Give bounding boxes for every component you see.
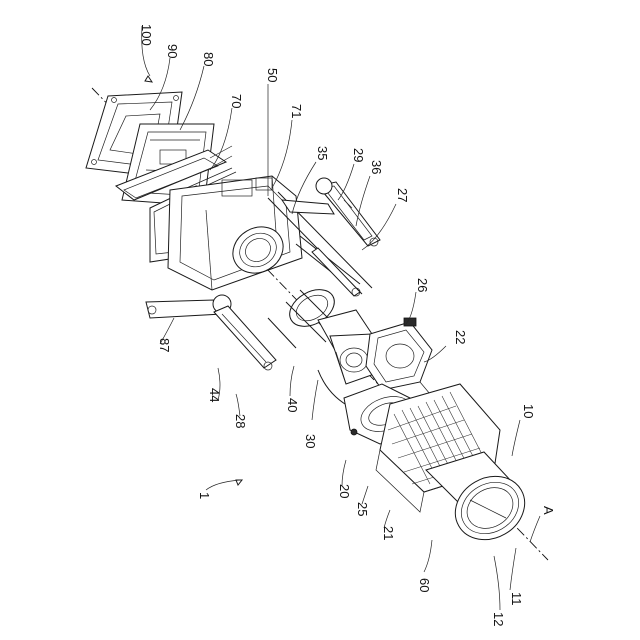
label-22: 22 <box>453 330 468 344</box>
label-80: 80 <box>201 52 216 66</box>
label-70: 70 <box>229 94 244 108</box>
label-28: 28 <box>233 414 248 428</box>
label-36: 36 <box>369 160 384 174</box>
label-25: 25 <box>355 502 370 516</box>
rod-44-28 <box>214 306 296 370</box>
label-1: 1 <box>197 492 212 499</box>
bracket-27 <box>312 248 360 296</box>
motor-housing-26-22 <box>366 318 432 394</box>
label-26: 26 <box>415 278 430 292</box>
label-87: 87 <box>157 338 172 352</box>
label-A: A <box>541 506 556 515</box>
housing-50 <box>168 176 302 290</box>
label-10: 10 <box>521 404 536 418</box>
label-27: 27 <box>395 188 410 202</box>
label-20: 20 <box>337 484 352 498</box>
label-12: 12 <box>491 612 506 626</box>
label-60: 60 <box>417 578 432 592</box>
label-100: 100 <box>139 24 154 46</box>
label-71: 71 <box>289 104 304 118</box>
label-90: 90 <box>165 44 180 58</box>
label-40: 40 <box>285 398 300 412</box>
label-44: 44 <box>207 388 222 402</box>
label-21: 21 <box>381 526 396 540</box>
label-50: 50 <box>265 68 280 82</box>
label-35: 35 <box>315 146 330 160</box>
label-29: 29 <box>351 148 366 162</box>
lens-barrel-10 <box>426 452 536 552</box>
label-30: 30 <box>303 434 318 448</box>
label-11: 11 <box>509 592 524 606</box>
